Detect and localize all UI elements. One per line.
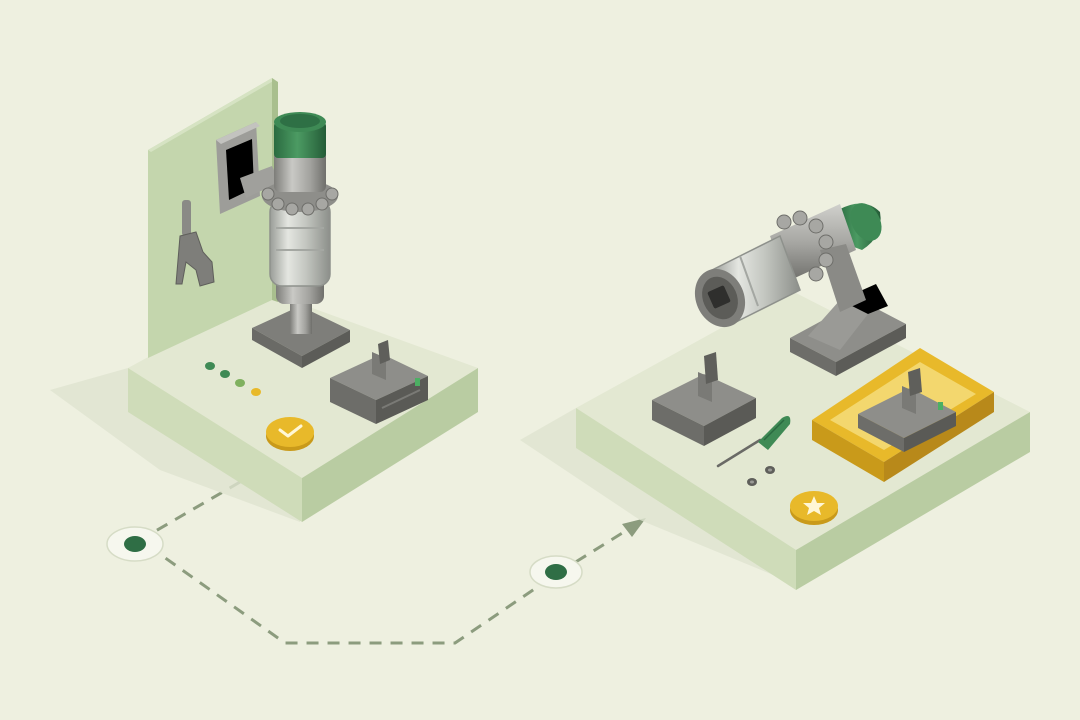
status-dots bbox=[205, 362, 261, 396]
platform-right-face bbox=[302, 368, 478, 522]
checkmark-badge[interactable] bbox=[266, 417, 314, 451]
wall-mount-station bbox=[50, 78, 478, 522]
star-icon bbox=[803, 496, 825, 515]
battery-removed bbox=[652, 352, 756, 446]
battery-new-tray[interactable] bbox=[812, 348, 994, 482]
platform-right-face bbox=[796, 412, 1030, 590]
wall-tool bbox=[175, 200, 215, 287]
battery-pack bbox=[330, 340, 428, 424]
path-line bbox=[137, 480, 641, 645]
star-badge[interactable] bbox=[790, 491, 838, 525]
checkmark-icon bbox=[278, 424, 303, 438]
start-node[interactable] bbox=[106, 526, 164, 562]
platform-top bbox=[128, 292, 478, 478]
platform-left-face bbox=[576, 408, 796, 590]
battery-swap-station bbox=[520, 203, 1030, 590]
progress-path bbox=[106, 480, 646, 645]
wall-bracket bbox=[216, 122, 280, 214]
vacuum-horizontal bbox=[694, 203, 882, 328]
vacuum-upright bbox=[252, 112, 350, 368]
mid-node[interactable] bbox=[529, 555, 583, 589]
platform-left-face bbox=[128, 368, 302, 522]
screws bbox=[747, 466, 775, 486]
arrow-icon bbox=[622, 518, 646, 537]
screwdriver bbox=[716, 416, 791, 468]
